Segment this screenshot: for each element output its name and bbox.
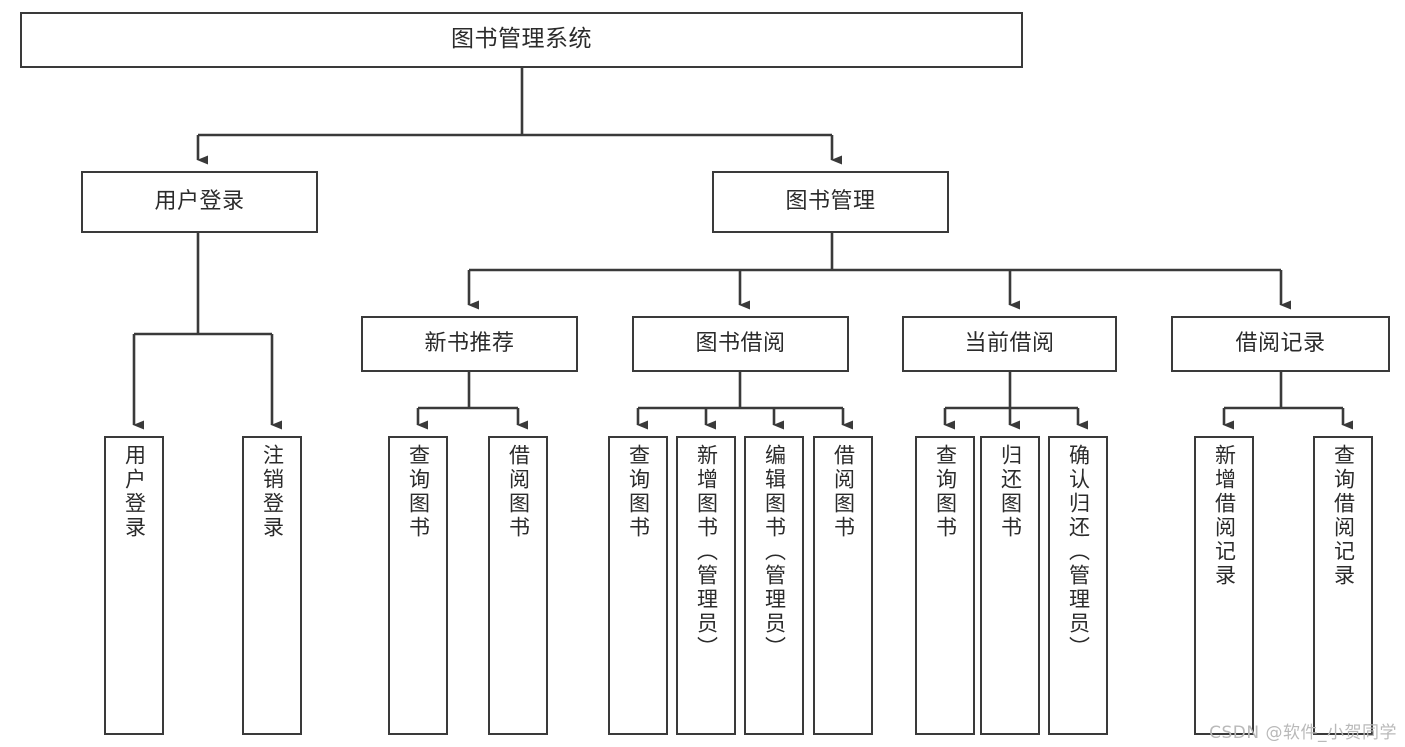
node-book-borrow[interactable]: 图书借阅	[632, 316, 849, 372]
node-borrow-record[interactable]: 借阅记录	[1171, 316, 1390, 372]
node-current-borrow[interactable]: 当前借阅	[902, 316, 1117, 372]
node-label: 借阅图书	[506, 444, 531, 540]
node-label: 查询图书	[933, 444, 958, 540]
node-label: 编辑图书（管理员）	[762, 444, 787, 660]
node-root-book-management-system[interactable]: 图书管理系统	[20, 12, 1023, 68]
node-label: 用户登录	[122, 444, 147, 540]
leaf-user-login-login[interactable]: 用户登录	[104, 436, 164, 735]
leaf-current-borrow-query-book[interactable]: 查询图书	[915, 436, 975, 735]
node-label: 用户登录	[154, 188, 245, 214]
leaf-book-borrow-edit-book-admin[interactable]: 编辑图书（管理员）	[744, 436, 804, 735]
leaf-new-book-query-book[interactable]: 查询图书	[388, 436, 448, 735]
node-label: 注销登录	[260, 444, 285, 540]
node-label: 图书管理	[785, 188, 876, 214]
node-label: 图书管理系统	[451, 26, 592, 53]
node-label: 新增借阅记录	[1212, 444, 1237, 588]
leaf-book-borrow-query-book[interactable]: 查询图书	[608, 436, 668, 735]
node-user-login[interactable]: 用户登录	[81, 171, 318, 233]
node-label: 归还图书	[998, 444, 1023, 540]
leaf-current-borrow-confirm-return-admin[interactable]: 确认归还（管理员）	[1048, 436, 1108, 735]
node-label: 借阅记录	[1235, 330, 1326, 356]
node-book-management[interactable]: 图书管理	[712, 171, 949, 233]
leaf-current-borrow-return-book[interactable]: 归还图书	[980, 436, 1040, 735]
node-label: 查询借阅记录	[1331, 444, 1356, 588]
leaf-user-login-logout[interactable]: 注销登录	[242, 436, 302, 735]
leaf-borrow-record-add-record[interactable]: 新增借阅记录	[1194, 436, 1254, 735]
node-label: 查询图书	[626, 444, 651, 540]
node-label: 查询图书	[406, 444, 431, 540]
leaf-borrow-record-query-record[interactable]: 查询借阅记录	[1313, 436, 1373, 735]
csdn-watermark: CSDN @软件_小贺同学	[1209, 723, 1397, 743]
node-label: 新书推荐	[424, 330, 515, 356]
node-new-book-recommend[interactable]: 新书推荐	[361, 316, 578, 372]
node-label: 新增图书（管理员）	[694, 444, 719, 660]
node-label: 确认归还（管理员）	[1066, 444, 1091, 660]
leaf-book-borrow-borrow-book[interactable]: 借阅图书	[813, 436, 873, 735]
leaf-new-book-borrow-book[interactable]: 借阅图书	[488, 436, 548, 735]
node-label: 图书借阅	[695, 330, 786, 356]
node-label: 借阅图书	[831, 444, 856, 540]
node-label: 当前借阅	[964, 330, 1055, 356]
leaf-book-borrow-add-book-admin[interactable]: 新增图书（管理员）	[676, 436, 736, 735]
